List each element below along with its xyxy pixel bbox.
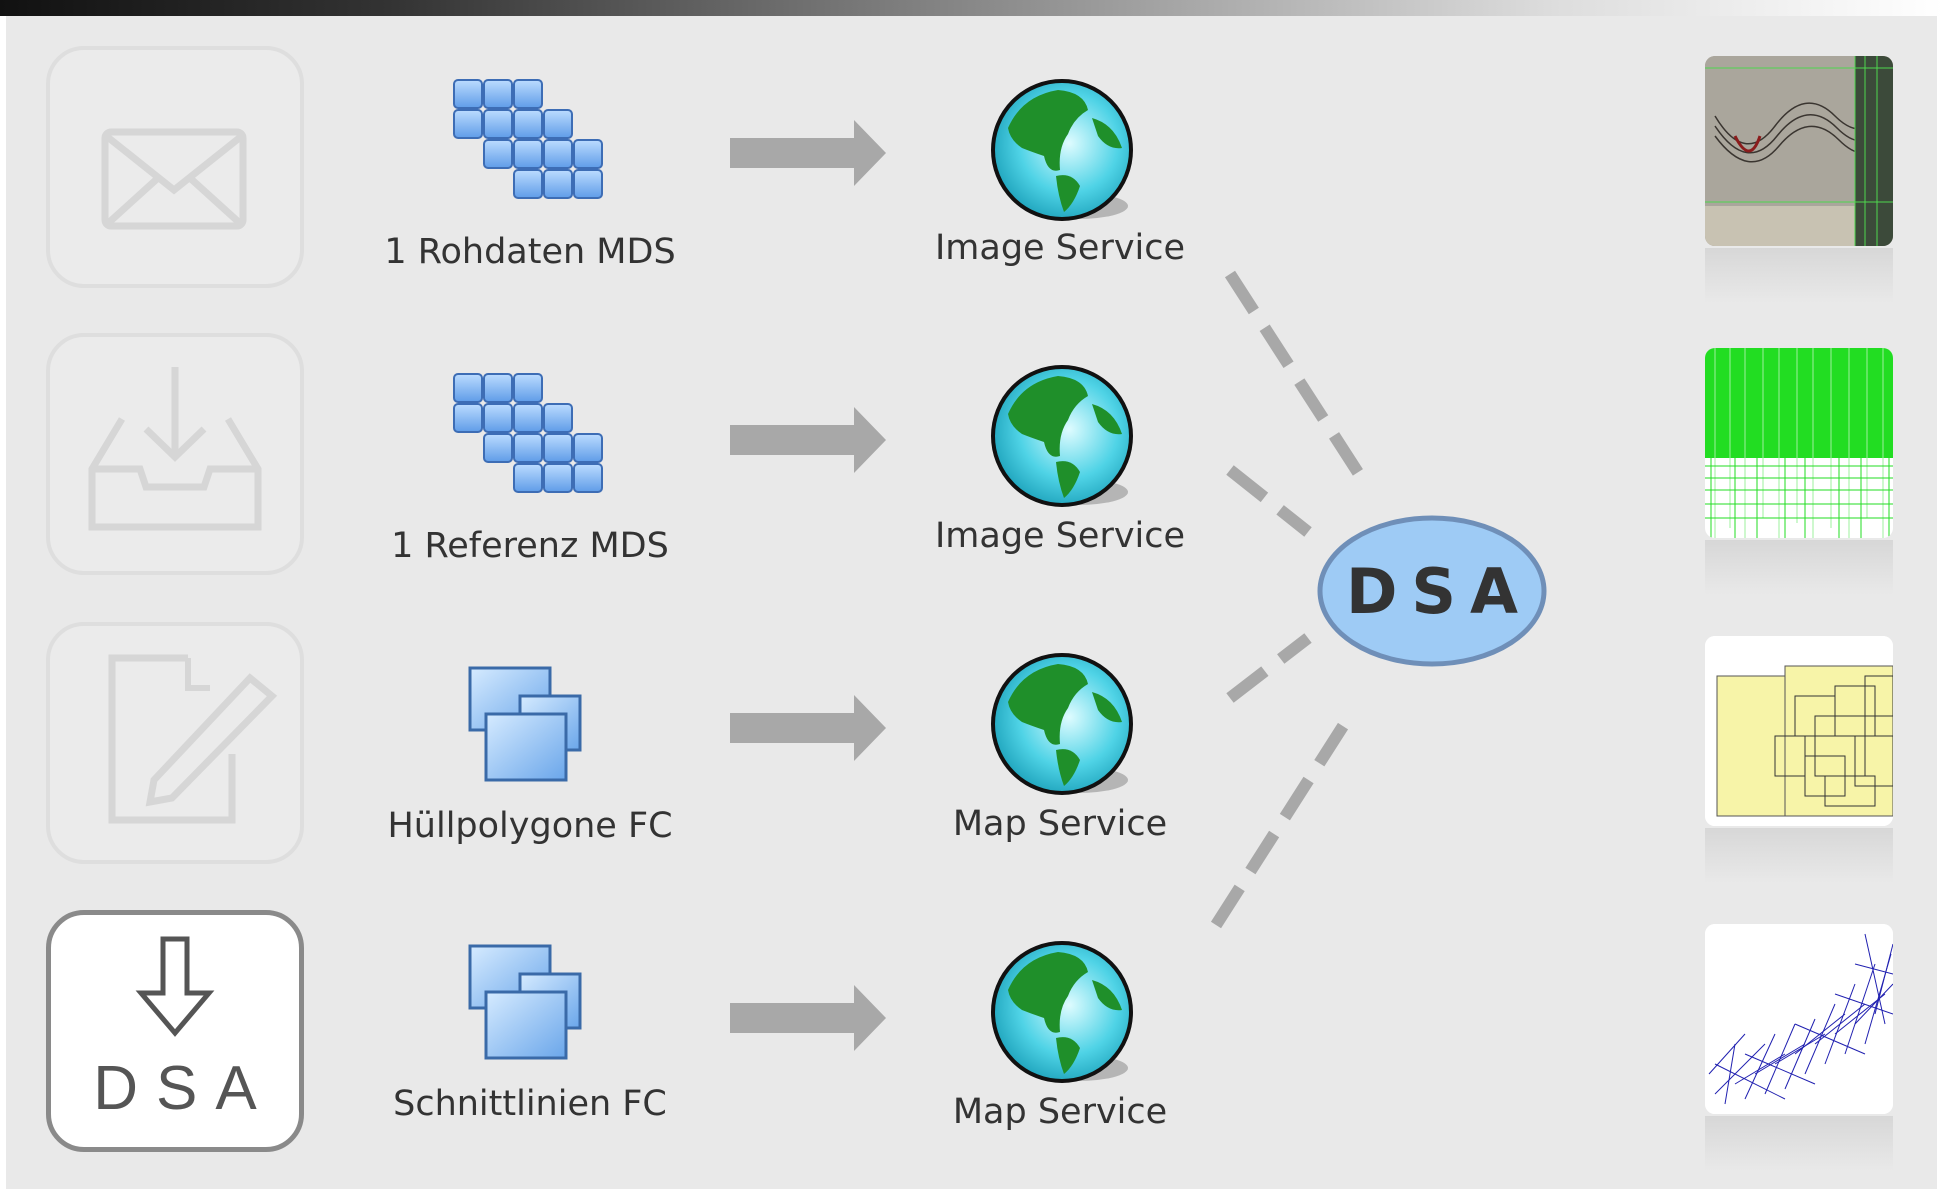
thumbnail-reflection bbox=[1705, 540, 1893, 595]
service-label-1: Image Service bbox=[934, 228, 1186, 268]
inbox-download-icon bbox=[88, 367, 262, 531]
flow-arrow bbox=[730, 695, 886, 761]
yellow-polygons-thumbnail bbox=[1705, 636, 1893, 826]
thumbnail-reflection bbox=[1705, 828, 1893, 883]
flow-arrow bbox=[730, 407, 886, 473]
thumbnail-reflection bbox=[1705, 248, 1893, 303]
connector-line-1 bbox=[1224, 270, 1374, 492]
source-label-rohdaten: 1 Rohdaten MDS bbox=[384, 232, 676, 272]
service-label-3: Map Service bbox=[952, 804, 1168, 844]
thumbnail-reflection bbox=[1705, 1116, 1893, 1171]
flow-arrow bbox=[730, 120, 886, 186]
scanned-profile-thumbnail bbox=[1705, 56, 1893, 246]
inbox-card[interactable] bbox=[46, 333, 304, 575]
service-label-4: Map Service bbox=[952, 1092, 1168, 1132]
source-label-referenz: 1 Referenz MDS bbox=[391, 526, 669, 566]
raster-grid-icon bbox=[453, 373, 603, 493]
source-label-schnittlinien: Schnittlinien FC bbox=[393, 1084, 667, 1124]
diagram-canvas bbox=[6, 16, 1937, 1189]
edit-document-icon bbox=[108, 654, 278, 824]
raster-grid-icon bbox=[453, 79, 603, 199]
blue-lines-thumbnail bbox=[1705, 924, 1893, 1114]
green-grid-thumbnail bbox=[1705, 348, 1893, 538]
connector-line-4 bbox=[1210, 708, 1358, 929]
dsa-hub-ellipse bbox=[1317, 515, 1547, 667]
dsa-download-icon bbox=[135, 936, 215, 1037]
service-label-2: Image Service bbox=[934, 516, 1186, 556]
globe-icon bbox=[991, 653, 1133, 795]
dsa-hub-label: DSA bbox=[1345, 555, 1533, 628]
dsa-download-card[interactable]: DSA bbox=[46, 910, 304, 1152]
edit-card[interactable] bbox=[46, 622, 304, 864]
globe-icon bbox=[991, 79, 1133, 221]
feature-class-icon bbox=[468, 666, 582, 782]
connector-line-2 bbox=[1226, 465, 1312, 537]
dashed-connectors bbox=[1210, 270, 1374, 929]
source-label-huellpolygone: Hüllpolygone FC bbox=[387, 806, 673, 846]
envelope-icon bbox=[101, 128, 247, 230]
email-card[interactable] bbox=[46, 46, 304, 288]
top-gradient-bar bbox=[0, 0, 1943, 16]
flow-arrow bbox=[730, 985, 886, 1051]
connector-line-3 bbox=[1226, 633, 1312, 703]
globe-icon bbox=[991, 365, 1133, 507]
dsa-card-label: DSA bbox=[93, 1054, 275, 1123]
globe-icon bbox=[991, 941, 1133, 1083]
feature-class-icon bbox=[468, 944, 582, 1060]
